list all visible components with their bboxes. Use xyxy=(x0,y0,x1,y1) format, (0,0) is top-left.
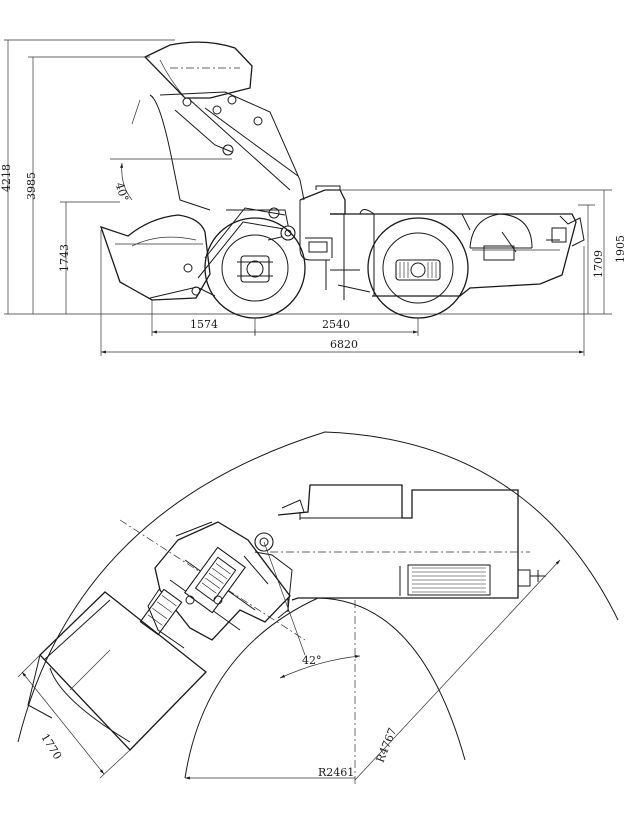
turning-radius-dims: R2461 R4767 xyxy=(185,559,561,781)
outer-radius-label: R4767 xyxy=(374,726,400,765)
side-view: 40° xyxy=(0,39,627,356)
cab-height-label: 1905 xyxy=(614,235,627,263)
lowered-bucket xyxy=(99,214,216,301)
rear-wheel xyxy=(367,217,469,319)
inner-turning-arc xyxy=(184,597,466,779)
lift-arm-raised xyxy=(131,91,305,211)
articulation-angle-label: 42° xyxy=(302,654,322,667)
outer-turning-arc xyxy=(17,431,619,743)
bucket-height-label: 1743 xyxy=(58,244,71,272)
body-height-label: 1709 xyxy=(592,250,605,278)
front-frame-top xyxy=(139,521,291,649)
front-centerline xyxy=(119,519,306,641)
side-horizontal-dims: 1574 2540 6820 xyxy=(100,230,585,356)
overall-height-label: 4218 xyxy=(0,164,13,192)
dump-angle-mark: 40° xyxy=(110,158,232,204)
raised-height-label: 3985 xyxy=(25,172,38,200)
rear-cylinder xyxy=(469,213,533,249)
front-wheel xyxy=(204,217,306,319)
overall-length-label: 6820 xyxy=(330,338,358,351)
inner-radius-label: R2461 xyxy=(318,766,354,779)
top-view: 1770 42° R2461 R4767 xyxy=(17,431,619,785)
articulation-angle-mark: 42° xyxy=(263,541,361,679)
loader-body xyxy=(299,185,585,300)
bucket-width-label: 1770 xyxy=(38,731,64,762)
side-vertical-dims: 4218 3985 1743 1905 1709 xyxy=(0,39,627,315)
raised-bucket xyxy=(143,41,253,99)
wheelbase-label: 2540 xyxy=(322,318,350,331)
bucket-width-dim: 1770 xyxy=(17,654,131,779)
bucket-top xyxy=(27,591,207,751)
dump-angle-label: 40° xyxy=(113,181,131,204)
rear-frame-top xyxy=(277,484,546,612)
front-overhang-label: 1574 xyxy=(190,318,218,331)
